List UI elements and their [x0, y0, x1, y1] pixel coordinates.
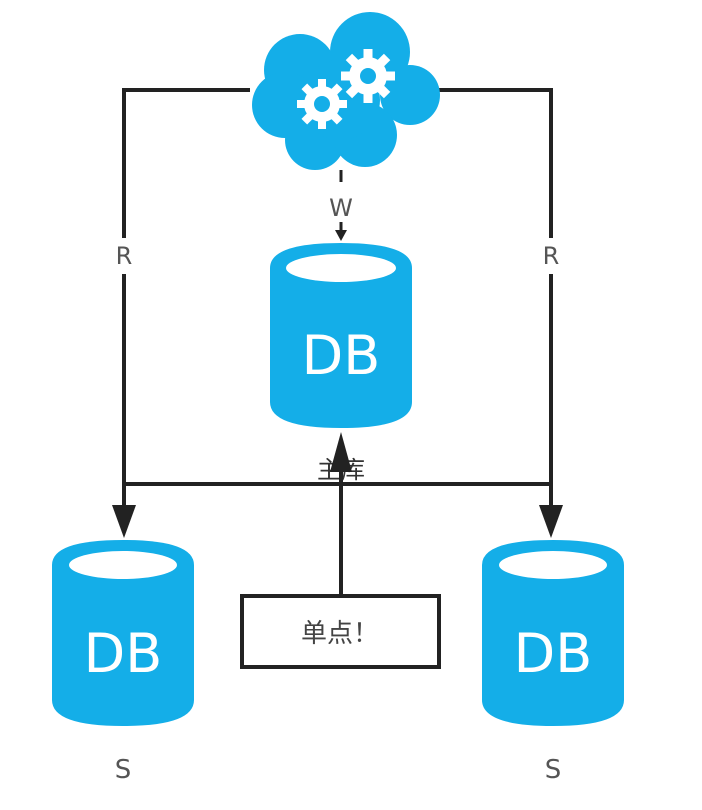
read-edge-right — [432, 88, 563, 538]
read-line-right-top — [432, 88, 553, 238]
gear-small-icon — [297, 79, 347, 129]
slave-database-left: DB S — [52, 540, 194, 785]
slave-left-db-cylinder — [52, 540, 194, 726]
master-db-label: DB — [302, 324, 381, 387]
slave-database-right: DB S — [482, 540, 624, 785]
gears-icon — [297, 49, 395, 129]
gear-large-icon — [341, 49, 395, 103]
note-box — [240, 594, 441, 669]
arrowhead-left-slave — [112, 505, 136, 538]
read-line-left-top — [122, 88, 250, 238]
cloud-shape — [252, 12, 440, 170]
slave-right-db-caption: S — [545, 755, 562, 785]
arrowhead-single-point — [330, 432, 352, 472]
note-text: 单点！ — [301, 619, 379, 649]
slave-right-db-cylinder — [482, 540, 624, 726]
master-db-top-ellipse — [286, 254, 396, 282]
arrowhead-master — [335, 230, 347, 241]
master-database: DB — [270, 243, 412, 428]
slave-right-db-top-ellipse — [499, 551, 607, 579]
slave-left-db-label: DB — [84, 622, 163, 685]
read-label-right: R — [543, 242, 560, 270]
read-edge-left — [112, 88, 250, 538]
read-label-left: R — [116, 242, 133, 270]
single-point-note: 单点！ — [240, 594, 441, 669]
slave-left-db-caption: S — [115, 755, 132, 785]
write-edge: W — [329, 170, 353, 241]
master-db-cylinder — [270, 243, 412, 428]
slave-left-db-top-ellipse — [69, 551, 177, 579]
cloud-service-icon — [252, 12, 440, 170]
slave-right-db-label: DB — [514, 622, 593, 685]
arrowhead-right-slave — [539, 505, 563, 538]
write-label: W — [329, 194, 353, 222]
